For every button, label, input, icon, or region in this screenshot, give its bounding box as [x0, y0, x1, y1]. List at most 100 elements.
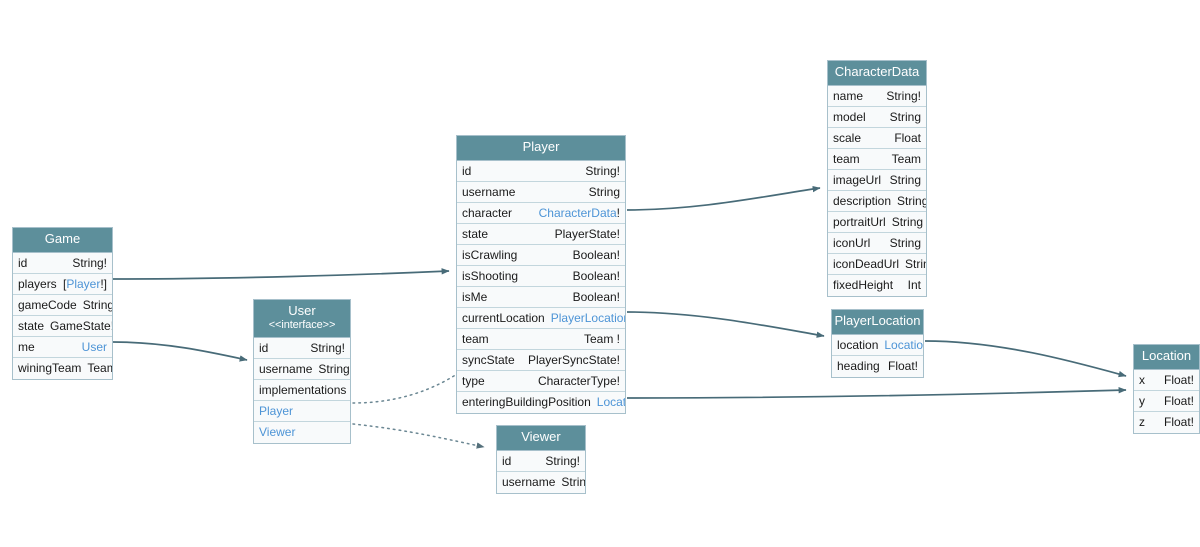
user-implementation-viewer[interactable]: Viewer — [254, 421, 350, 443]
edge-game-players-to-player — [112, 268, 450, 280]
field-name: team — [833, 151, 860, 166]
field-characterdata-team[interactable]: team Team — [828, 148, 926, 170]
field-game-me[interactable]: me User — [13, 336, 112, 358]
entity-location-title: Location — [1134, 345, 1199, 370]
field-type: String — [905, 256, 926, 271]
field-type: String — [588, 184, 620, 199]
field-player-username[interactable]: username String — [457, 181, 625, 203]
field-game-gamecode[interactable]: gameCode String! — [13, 294, 112, 316]
field-type: Team — [87, 361, 112, 376]
bracket-close: !] — [100, 276, 107, 291]
field-location-z[interactable]: z Float! — [1134, 411, 1199, 433]
edge-game-me-to-user — [112, 341, 248, 362]
field-game-winingteam[interactable]: winingTeam Team — [13, 357, 112, 379]
field-characterdata-iconurl[interactable]: iconUrl String — [828, 232, 926, 254]
field-playerlocation-heading[interactable]: heading Float! — [832, 355, 923, 377]
field-player-isshooting[interactable]: isShooting Boolean! — [457, 265, 625, 287]
field-name: username — [502, 475, 556, 490]
entity-user[interactable]: User <<interface>> id String! username S… — [253, 299, 351, 444]
type-link-location[interactable]: Location — [596, 395, 625, 410]
field-type: Location! — [878, 338, 923, 352]
field-type: CharacterData! — [533, 206, 620, 220]
field-type: String! — [886, 88, 921, 103]
field-type: PlayerLocation! — [545, 311, 625, 325]
field-location-y[interactable]: y Float! — [1134, 390, 1199, 412]
field-type: String — [897, 193, 926, 208]
type-link-player[interactable]: Player — [66, 276, 101, 291]
field-characterdata-scale[interactable]: scale Float — [828, 127, 926, 149]
field-characterdata-description[interactable]: description String — [828, 190, 926, 212]
field-player-type[interactable]: type CharacterType! — [457, 370, 625, 392]
field-type: String! — [310, 340, 345, 355]
field-type: GameState! — [50, 318, 112, 333]
type-link-playerlocation[interactable]: PlayerLocation — [550, 310, 625, 325]
field-name: Viewer — [259, 425, 296, 440]
field-characterdata-model[interactable]: model String — [828, 106, 926, 128]
entity-viewer[interactable]: Viewer id String! username String — [496, 425, 586, 494]
field-player-enteringbuildingposition[interactable]: enteringBuildingPosition Location — [457, 391, 625, 413]
field-player-state[interactable]: state PlayerState! — [457, 223, 625, 245]
entity-player[interactable]: Player id String! username String charac… — [456, 135, 626, 414]
edge-player-character-to-characterdata — [626, 185, 821, 211]
field-player-currentlocation[interactable]: currentLocation PlayerLocation! — [457, 307, 625, 329]
entity-game[interactable]: Game id String! players [Player!] gameCo… — [12, 227, 113, 380]
field-user-id[interactable]: id String! — [254, 337, 350, 359]
entity-playerlocation[interactable]: PlayerLocation location Location! headin… — [831, 309, 924, 378]
field-name: currentLocation — [462, 310, 545, 325]
field-characterdata-portraiturl[interactable]: portraitUrl String — [828, 211, 926, 233]
field-characterdata-icondeadurl[interactable]: iconDeadUrl String — [828, 253, 926, 275]
entity-user-stereotype: <<interface>> — [268, 318, 336, 331]
field-name: players — [18, 276, 57, 291]
field-game-players[interactable]: players [Player!] — [13, 273, 112, 295]
field-name: portraitUrl — [833, 214, 886, 229]
field-game-id[interactable]: id String! — [13, 252, 112, 274]
field-viewer-username[interactable]: username String — [497, 471, 585, 493]
field-characterdata-fixedheight[interactable]: fixedHeight Int — [828, 274, 926, 296]
field-playerlocation-location[interactable]: location Location! — [832, 334, 923, 356]
field-type: String! — [82, 297, 112, 312]
entity-viewer-title: Viewer — [497, 426, 585, 451]
field-name: enteringBuildingPosition — [462, 395, 591, 410]
field-name: id — [259, 340, 269, 355]
field-type: String! — [72, 255, 107, 270]
field-type: PlayerSyncState! — [527, 352, 620, 367]
field-type: String — [891, 214, 924, 229]
entity-location[interactable]: Location x Float! y Float! z Float! — [1133, 344, 1200, 434]
field-type: CharacterType! — [537, 373, 620, 388]
field-name: scale — [833, 130, 862, 145]
field-name: isMe — [462, 289, 488, 304]
entity-characterdata[interactable]: CharacterData name String! model String … — [827, 60, 927, 297]
field-name: name — [833, 88, 864, 103]
field-user-username[interactable]: username String — [254, 358, 350, 380]
field-type: Boolean! — [572, 247, 620, 262]
user-implementation-player[interactable]: Player — [254, 400, 350, 422]
field-characterdata-imageurl[interactable]: imageUrl String — [828, 169, 926, 191]
field-name: username — [259, 361, 313, 376]
field-viewer-id[interactable]: id String! — [497, 450, 585, 472]
type-link-characterdata[interactable]: CharacterData — [538, 205, 617, 220]
field-characterdata-name[interactable]: name String! — [828, 85, 926, 107]
field-location-x[interactable]: x Float! — [1134, 369, 1199, 391]
field-name: gameCode — [18, 297, 77, 312]
field-game-state[interactable]: state GameState! — [13, 315, 112, 337]
entity-player-title: Player — [457, 136, 625, 161]
type-link-location[interactable]: Location — [884, 337, 923, 352]
field-name: type — [462, 373, 485, 388]
field-type: PlayerState! — [554, 226, 620, 241]
field-player-team[interactable]: team Team ! — [457, 328, 625, 350]
field-type: Team — [891, 151, 921, 166]
type-link-user[interactable]: User — [81, 339, 107, 354]
field-type: Float — [894, 130, 921, 145]
field-type: Team ! — [583, 331, 620, 346]
field-player-isme[interactable]: isMe Boolean! — [457, 286, 625, 308]
edge-player-currentlocation-to-playerlocation — [626, 311, 825, 338]
field-player-syncstate[interactable]: syncState PlayerSyncState! — [457, 349, 625, 371]
field-player-iscrawling[interactable]: isCrawling Boolean! — [457, 244, 625, 266]
field-name: x — [1139, 372, 1145, 387]
field-type: String — [318, 361, 350, 376]
field-player-character[interactable]: character CharacterData! — [457, 202, 625, 224]
field-player-id[interactable]: id String! — [457, 160, 625, 182]
field-name: iconDeadUrl — [833, 256, 900, 271]
field-name: description — [833, 193, 892, 208]
